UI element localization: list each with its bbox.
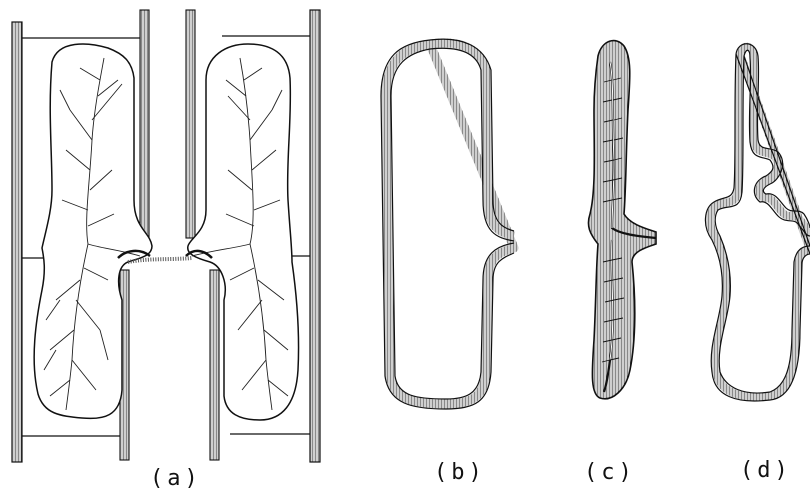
panel-c-drawing <box>588 41 656 399</box>
panel-a-inner-wall-top-left <box>140 10 149 238</box>
panel-a-outer-wall-left <box>12 22 22 462</box>
panel-label-a: (a) <box>150 466 202 491</box>
panel-b-drawing <box>381 39 514 409</box>
panel-label-b: (b) <box>434 460 486 485</box>
panel-label-c: (c) <box>584 460 636 485</box>
panel-b-cell-outline <box>386 43 514 404</box>
panel-a-left-lobe <box>34 44 152 418</box>
panel-a-inner-wall-top-right <box>186 10 195 238</box>
panel-d-drawing <box>705 44 810 401</box>
panel-a-outer-wall-right <box>310 10 320 462</box>
panel-c-chloroplast <box>588 41 656 399</box>
panel-a-drawing <box>12 10 320 462</box>
panel-a-right-lobe <box>188 44 299 420</box>
panel-label-d: (d) <box>740 458 792 483</box>
panel-a-inner-wall-bottom-right <box>210 270 219 460</box>
